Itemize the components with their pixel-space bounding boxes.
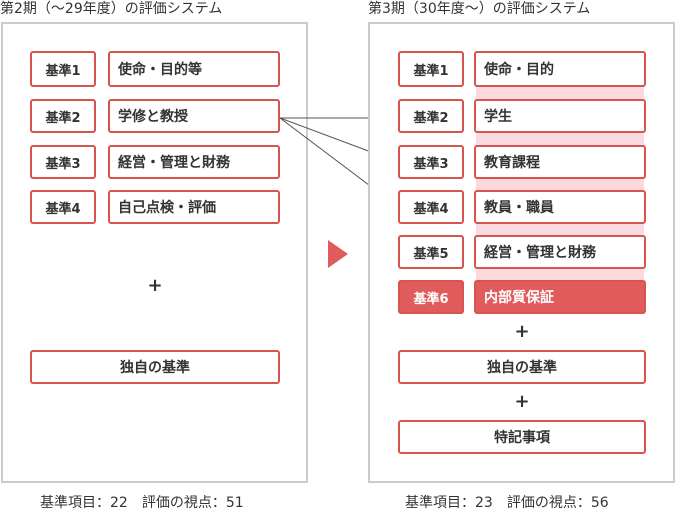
left-heading: 第2期（〜29年度）の評価システム [0,1,223,17]
arrow-right-icon [328,240,348,268]
left-criterion-2-content: 学修と教授 [108,99,280,133]
right-criterion-6-content: 内部質保証 [474,280,646,314]
right-criterion-1-content: 使命・目的 [474,51,646,87]
right-plus-1: + [514,321,530,342]
left-criterion-4-key: 基準4 [30,190,96,224]
right-criterion-1-key: 基準1 [398,51,464,87]
right-criterion-3-content: 教育課程 [474,145,646,179]
left-original-criteria: 独自の基準 [30,350,280,384]
right-criterion-5-key: 基準5 [398,235,464,269]
right-plus-2: + [514,391,530,412]
left-criterion-4-content: 自己点検・評価 [108,190,280,224]
right-criterion-2-key: 基準2 [398,99,464,133]
left-plus: + [147,275,163,296]
left-criterion-1-key: 基準1 [30,51,96,87]
left-criterion-2-key: 基準2 [30,99,96,133]
left-criterion-1-content: 使命・目的等 [108,51,280,87]
right-criterion-4-key: 基準4 [398,190,464,224]
band [476,87,644,99]
left-criterion-3-key: 基準3 [30,145,96,179]
right-heading: 第3期（30年度〜）の評価システム [368,1,591,17]
right-original-criteria: 独自の基準 [398,350,646,384]
left-footer: 基準項目：22 評価の視点：51 [40,495,244,511]
right-criterion-6-key: 基準6 [398,280,464,314]
band [476,269,644,280]
left-criterion-3-content: 経営・管理と財務 [108,145,280,179]
right-footer: 基準項目：23 評価の視点：56 [405,495,609,511]
right-criterion-5-content: 経営・管理と財務 [474,235,646,269]
right-special-notes: 特記事項 [398,420,646,454]
band [476,179,644,190]
right-criterion-3-key: 基準3 [398,145,464,179]
band [476,224,644,235]
right-criterion-2-content: 学生 [474,99,646,133]
right-criterion-4-content: 教員・職員 [474,190,646,224]
left-panel [1,22,308,483]
band [476,133,644,145]
